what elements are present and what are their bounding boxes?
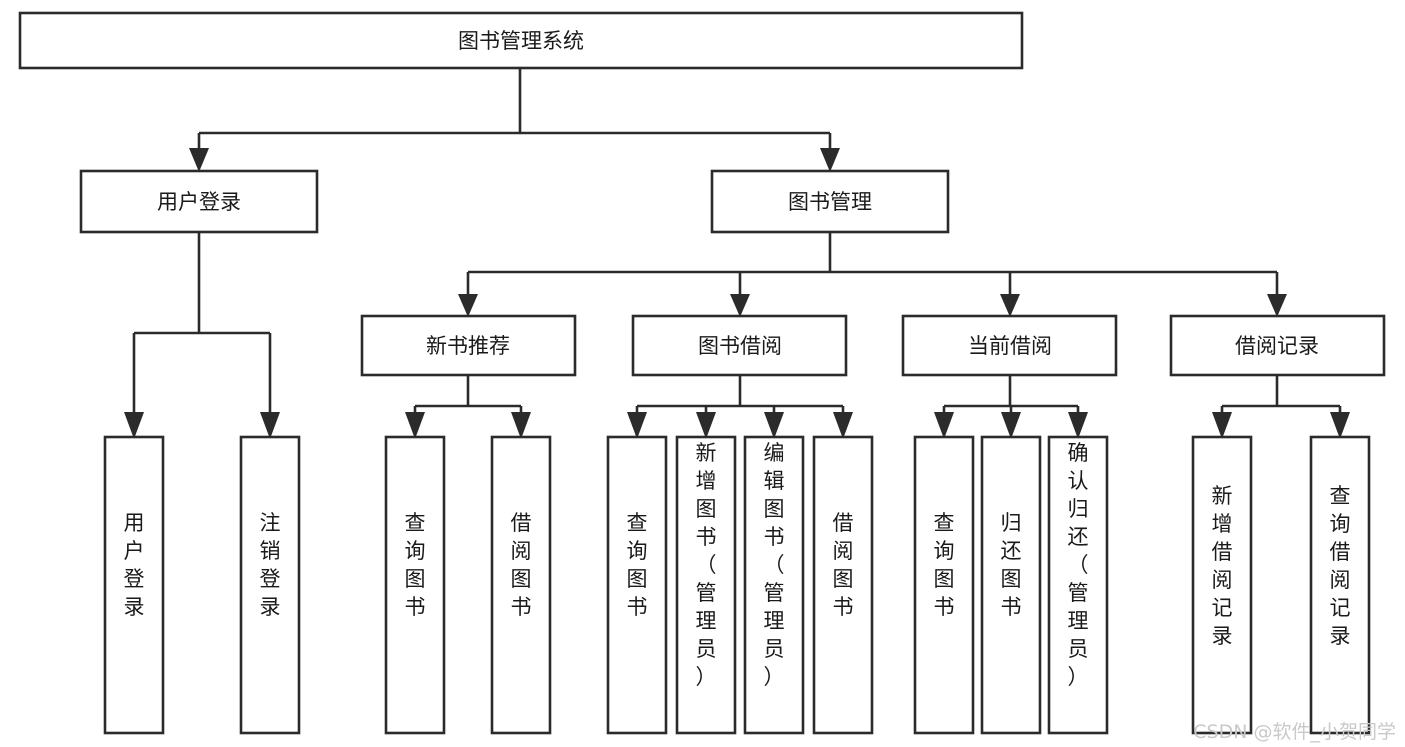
node-current-borrow-label: 当前借阅 xyxy=(968,334,1052,358)
leaf-node-borrow-book-newbook[interactable]: 借阅图书 xyxy=(490,435,552,735)
arrowhead-to-leaf-user-login xyxy=(124,412,144,439)
leaf-node-logout-label: 注销登录 xyxy=(260,511,281,619)
node-book-borrow-box xyxy=(631,314,848,377)
leaf-node-query-book-borrow-label: 查询图书 xyxy=(627,511,648,619)
arrowhead-to-leaf-logout xyxy=(260,412,280,439)
node-new-book-recommend-label: 新书推荐 xyxy=(426,334,510,358)
leaf-node-logout-box xyxy=(239,435,301,735)
arrowhead-to-newbook xyxy=(458,294,478,317)
leaf-node-user-login-label: 用户登录 xyxy=(124,511,145,619)
node-root-system[interactable]: 图书管理系统 xyxy=(18,11,1024,70)
leaf-node-query-borrow-record-label: 查询借阅记录 xyxy=(1330,484,1351,648)
leaf-node-confirm-return-admin[interactable]: 确认归还（管理员） xyxy=(1047,435,1109,735)
leaf-node-query-book-borrow-box xyxy=(606,435,668,735)
arrowhead-current-leaf-1 xyxy=(934,412,954,439)
node-root-system-label: 图书管理系统 xyxy=(458,29,584,53)
leaf-node-borrow-book-borrow[interactable]: 借阅图书 xyxy=(812,435,874,735)
leaf-layer: 用户登录 注销登录 查询图书 借阅图书 查询图书 新增图书（管理员） xyxy=(103,435,1371,735)
leaf-node-borrow-book-borrow-box xyxy=(812,435,874,735)
leaf-node-query-book-current[interactable]: 查询图书 xyxy=(913,435,975,735)
leaf-node-query-book-newbook[interactable]: 查询图书 xyxy=(384,435,446,735)
leaf-node-query-borrow-record[interactable]: 查询借阅记录 xyxy=(1309,435,1371,735)
leaf-node-borrow-book-newbook-label: 借阅图书 xyxy=(511,511,532,619)
node-borrow-records-box xyxy=(1169,314,1386,377)
csdn-watermark: CSDN @软件_小贺同学 xyxy=(1193,721,1396,743)
arrowhead-to-book-mgmt xyxy=(820,148,840,172)
leaf-node-add-borrow-record-label: 新增借阅记录 xyxy=(1212,484,1233,648)
leaf-node-edit-book-admin-label: 编辑图书（管理员） xyxy=(764,441,785,689)
arrowhead-newbook-leaf-2 xyxy=(511,412,531,439)
leaf-node-query-book-current-box xyxy=(913,435,975,735)
node-book-borrow[interactable]: 图书借阅 xyxy=(631,314,848,377)
leaf-node-edit-book-admin[interactable]: 编辑图书（管理员） xyxy=(743,435,805,735)
arrowhead-newbook-leaf-1 xyxy=(405,412,425,439)
leaf-node-confirm-return-admin-label: 确认归还（管理员） xyxy=(1068,441,1089,689)
leaf-node-borrow-book-newbook-box xyxy=(490,435,552,735)
leaf-node-add-borrow-record-box xyxy=(1191,435,1253,735)
leaf-node-query-book-borrow[interactable]: 查询图书 xyxy=(606,435,668,735)
node-current-borrow-box xyxy=(901,314,1118,377)
leaf-node-add-book-admin[interactable]: 新增图书（管理员） xyxy=(675,435,737,735)
leaf-node-add-borrow-record[interactable]: 新增借阅记录 xyxy=(1191,435,1253,735)
arrowhead-layer xyxy=(124,148,1350,439)
arrowhead-to-borrow xyxy=(730,294,750,317)
leaf-node-user-login[interactable]: 用户登录 xyxy=(103,435,165,735)
node-user-login[interactable]: 用户登录 xyxy=(79,169,319,234)
node-book-management-box xyxy=(710,169,950,234)
leaf-node-add-book-admin-box xyxy=(675,435,737,735)
arrowhead-to-records xyxy=(1267,294,1287,317)
arrowhead-current-leaf-2 xyxy=(1001,412,1021,439)
arrowhead-borrow-leaf-4 xyxy=(833,412,853,439)
leaf-node-return-book[interactable]: 归还图书 xyxy=(980,435,1042,735)
leaf-node-return-book-box xyxy=(980,435,1042,735)
node-user-login-label: 用户登录 xyxy=(157,190,241,214)
node-user-login-box xyxy=(79,169,319,234)
leaf-node-query-borrow-record-box xyxy=(1309,435,1371,735)
arrowhead-borrow-leaf-3 xyxy=(764,412,784,439)
leaf-node-return-book-label: 归还图书 xyxy=(1001,511,1022,619)
leaf-node-confirm-return-admin-box xyxy=(1047,435,1109,735)
leaf-node-query-book-newbook-box xyxy=(384,435,446,735)
arrowhead-borrow-leaf-1 xyxy=(627,412,647,439)
node-current-borrow[interactable]: 当前借阅 xyxy=(901,314,1118,377)
arrowhead-records-leaf-1 xyxy=(1212,412,1232,439)
arrowhead-to-user-login xyxy=(189,148,209,172)
node-root-system-box xyxy=(18,11,1024,70)
node-borrow-records-label: 借阅记录 xyxy=(1235,334,1319,358)
leaf-node-logout[interactable]: 注销登录 xyxy=(239,435,301,735)
node-new-book-recommend[interactable]: 新书推荐 xyxy=(360,314,577,377)
leaf-node-add-book-admin-label: 新增图书（管理员） xyxy=(696,441,717,689)
leaf-node-user-login-box xyxy=(103,435,165,735)
arrowhead-to-current xyxy=(1000,294,1020,317)
leaf-node-borrow-book-borrow-label: 借阅图书 xyxy=(833,511,854,619)
arrowhead-borrow-leaf-2 xyxy=(696,412,716,439)
arrowhead-records-leaf-2 xyxy=(1330,412,1350,439)
arrowhead-current-leaf-3 xyxy=(1068,412,1088,439)
node-book-borrow-label: 图书借阅 xyxy=(698,334,782,358)
node-borrow-records[interactable]: 借阅记录 xyxy=(1169,314,1386,377)
node-book-management-label: 图书管理 xyxy=(788,190,872,214)
node-new-book-recommend-box xyxy=(360,314,577,377)
leaf-node-edit-book-admin-box xyxy=(743,435,805,735)
leaf-node-query-book-current-label: 查询图书 xyxy=(934,511,955,619)
node-book-management[interactable]: 图书管理 xyxy=(710,169,950,234)
leaf-node-query-book-newbook-label: 查询图书 xyxy=(405,511,426,619)
